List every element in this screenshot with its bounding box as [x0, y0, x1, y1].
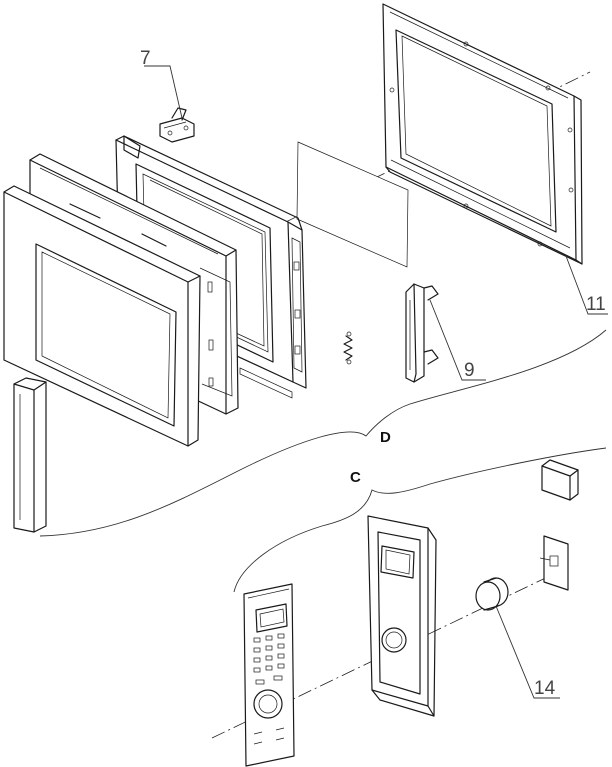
- leader-14: [495, 605, 560, 699]
- group-label-c: C: [350, 469, 361, 486]
- callout-11: 11: [586, 294, 606, 315]
- control-pcb: [539, 535, 569, 591]
- door-handle: [13, 377, 47, 533]
- leader-9: [429, 299, 486, 381]
- outer-glass-door: [3, 185, 201, 447]
- leader-7: [144, 65, 183, 119]
- group-d-boundary: [39, 329, 607, 537]
- shield-film: [296, 141, 409, 268]
- knob-opening: [381, 627, 407, 653]
- door-spring: [343, 331, 353, 365]
- control-knob-ring: [253, 689, 283, 719]
- door-latch-lever: [405, 283, 439, 383]
- callout-9: 9: [464, 360, 475, 381]
- door-hook-bracket: [159, 107, 195, 143]
- keypad-buttons: [253, 633, 285, 685]
- control-panel-frame: [367, 515, 437, 717]
- callout-7: 7: [140, 48, 151, 69]
- group-c-boundary: [233, 447, 607, 593]
- callout-14: 14: [534, 678, 556, 699]
- knob-encoder: [475, 577, 509, 611]
- group-label-d: D: [380, 429, 391, 446]
- relay-module: [541, 459, 579, 501]
- control-panel-overlay: [243, 583, 295, 767]
- rear-door-frame: [382, 3, 583, 265]
- leader-11: [565, 255, 608, 315]
